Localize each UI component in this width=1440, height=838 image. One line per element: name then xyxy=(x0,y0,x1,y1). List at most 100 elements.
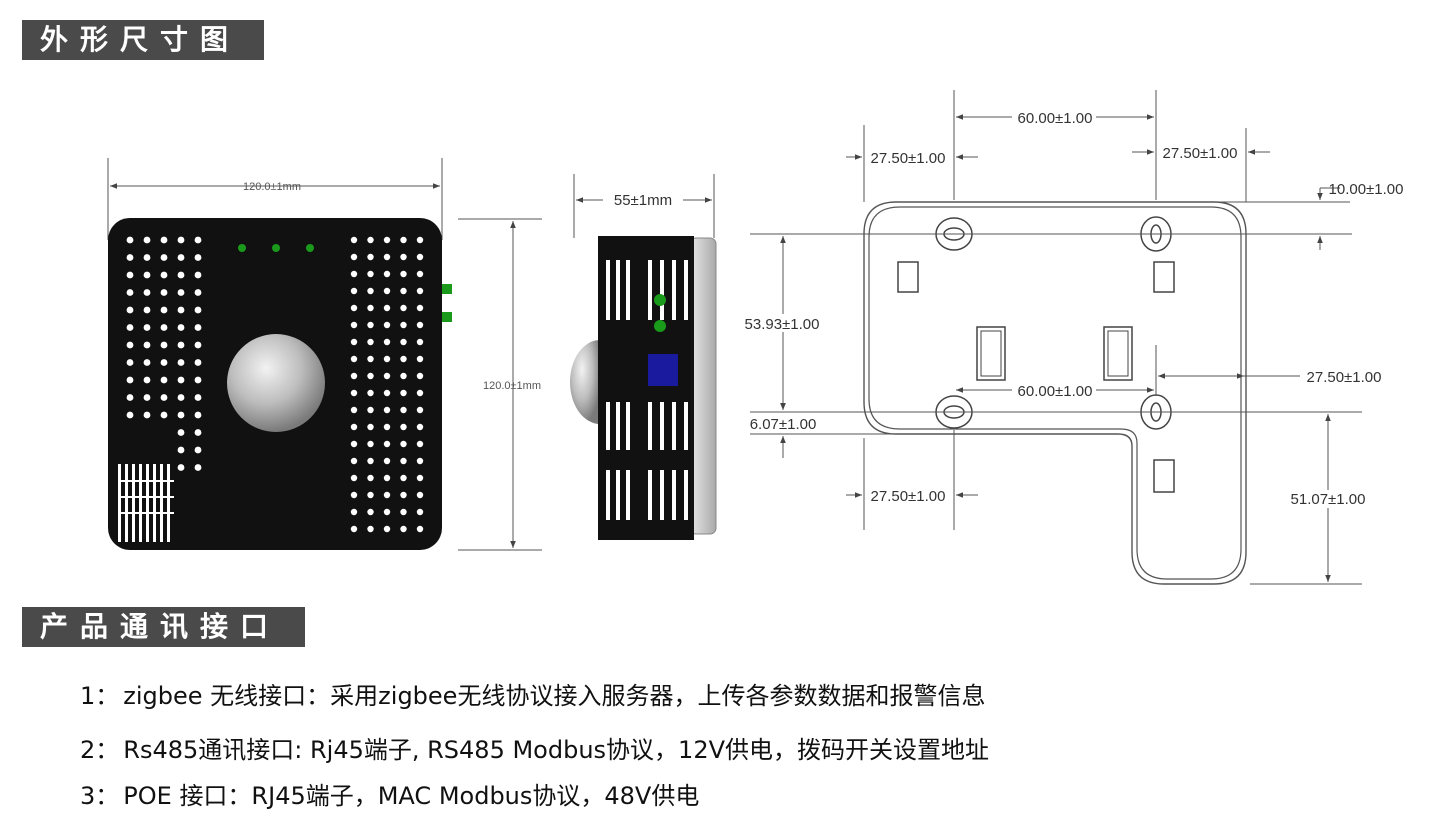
interface-text: zigbee 无线接口：采用zigbee无线协议接入服务器，上传各参数数据和报警… xyxy=(123,682,986,710)
vent-hole xyxy=(350,423,358,431)
vent-slot xyxy=(660,260,664,320)
vent-grid-left xyxy=(126,236,202,471)
vent-hole xyxy=(177,411,185,419)
vent-hole xyxy=(126,394,134,401)
front-width-label: 120.0±1mm xyxy=(243,181,301,193)
interface-text: Rs485通讯接口: Rj45端子, RS485 Modbus协议，12V供电，… xyxy=(123,736,990,764)
vent-hole xyxy=(383,474,391,482)
vent-hole xyxy=(194,376,202,384)
vent-hole xyxy=(383,525,391,533)
connector-icon xyxy=(442,284,452,294)
vent-slot xyxy=(626,402,630,450)
vent-hole xyxy=(177,289,185,296)
vent-slot xyxy=(648,402,652,450)
vent-slot xyxy=(139,464,142,542)
vent-hole xyxy=(367,406,374,414)
vent-hole xyxy=(126,289,134,296)
led-icon xyxy=(654,320,666,332)
vent-hole xyxy=(350,389,358,397)
vent-hole xyxy=(400,423,407,431)
vent-hole xyxy=(350,457,358,465)
vent-hole xyxy=(177,306,185,314)
vent-hole xyxy=(416,457,424,465)
vent-slot xyxy=(626,260,630,320)
interface-item: 2：Rs485通讯接口: Rj45端子, RS485 Modbus协议，12V供… xyxy=(80,730,989,765)
vent-hole xyxy=(383,236,391,244)
vent-slot xyxy=(672,470,676,520)
vent-hole xyxy=(194,394,202,401)
vent-hole xyxy=(400,253,407,261)
vent-hole xyxy=(143,306,151,314)
vent-hole xyxy=(143,254,151,261)
vent-hole xyxy=(126,341,134,349)
vent-hole xyxy=(383,440,391,448)
vent-slot xyxy=(118,480,174,482)
vent-hole xyxy=(177,254,185,261)
bracket-slot xyxy=(1153,261,1175,293)
vent-slot xyxy=(125,464,128,542)
vent-slot xyxy=(660,470,664,520)
vent-hole xyxy=(160,271,168,279)
vent-hole xyxy=(350,253,358,261)
vent-hole xyxy=(177,376,185,384)
vent-hole xyxy=(416,440,424,448)
vent-hole xyxy=(160,359,168,366)
vent-hole xyxy=(143,271,151,279)
vent-hole xyxy=(400,321,407,329)
bracket-slot xyxy=(1103,326,1133,381)
vent-slot xyxy=(146,464,149,542)
device-side-body xyxy=(598,236,694,540)
bracket-mid-spacing-label: 60.00±1.00 xyxy=(1018,383,1093,400)
vent-hole xyxy=(383,253,391,261)
bracket-slot xyxy=(897,261,919,293)
vent-hole xyxy=(367,287,374,295)
vent-hole xyxy=(400,236,407,244)
vent-hole xyxy=(194,254,202,261)
vent-hole xyxy=(350,287,358,295)
vent-hole xyxy=(383,457,391,465)
vent-hole xyxy=(400,389,407,397)
vent-hole xyxy=(400,287,407,295)
vent-hole xyxy=(177,359,185,366)
vent-hole xyxy=(383,389,391,397)
vent-hole xyxy=(416,406,424,414)
led-icon xyxy=(306,244,314,252)
vent-hole xyxy=(367,389,374,397)
vent-hole xyxy=(367,508,374,516)
vent-hole xyxy=(350,372,358,380)
vent-hole xyxy=(383,491,391,499)
bracket-top-edge-offset-label: 10.00±1.00 xyxy=(1329,181,1404,198)
vent-hole xyxy=(416,491,424,499)
vent-slot xyxy=(684,260,688,320)
vent-hole xyxy=(160,306,168,314)
vent-hole xyxy=(177,324,185,331)
bracket-top-spacing-label: 60.00±1.00 xyxy=(1018,110,1093,127)
vent-slot xyxy=(626,470,630,520)
vent-hole xyxy=(400,270,407,278)
vent-slot xyxy=(684,402,688,450)
vent-hole xyxy=(194,429,202,436)
vent-slot xyxy=(672,260,676,320)
side-depth-label: 55±1mm xyxy=(614,192,672,209)
vent-hole xyxy=(160,324,168,331)
bracket-right-offset-label: 27.50±1.00 xyxy=(1307,369,1382,386)
vent-slot xyxy=(118,512,174,514)
vent-grid-right xyxy=(350,236,424,533)
vent-hole xyxy=(416,372,424,380)
vent-hole xyxy=(367,372,374,380)
vent-hole xyxy=(126,359,134,366)
vent-hole xyxy=(194,236,202,244)
vent-hole xyxy=(143,411,151,419)
vent-hole xyxy=(400,338,407,346)
vent-hole xyxy=(177,236,185,244)
vent-hole xyxy=(383,372,391,380)
vent-hole xyxy=(194,289,202,296)
vent-slot xyxy=(616,470,620,520)
vent-hole xyxy=(160,254,168,261)
vent-hole xyxy=(416,423,424,431)
vent-hole xyxy=(416,338,424,346)
vent-hole xyxy=(194,324,202,331)
bracket-top-left-offset-label: 27.50±1.00 xyxy=(871,150,946,167)
vent-slot xyxy=(672,402,676,450)
vent-hole xyxy=(416,321,424,329)
